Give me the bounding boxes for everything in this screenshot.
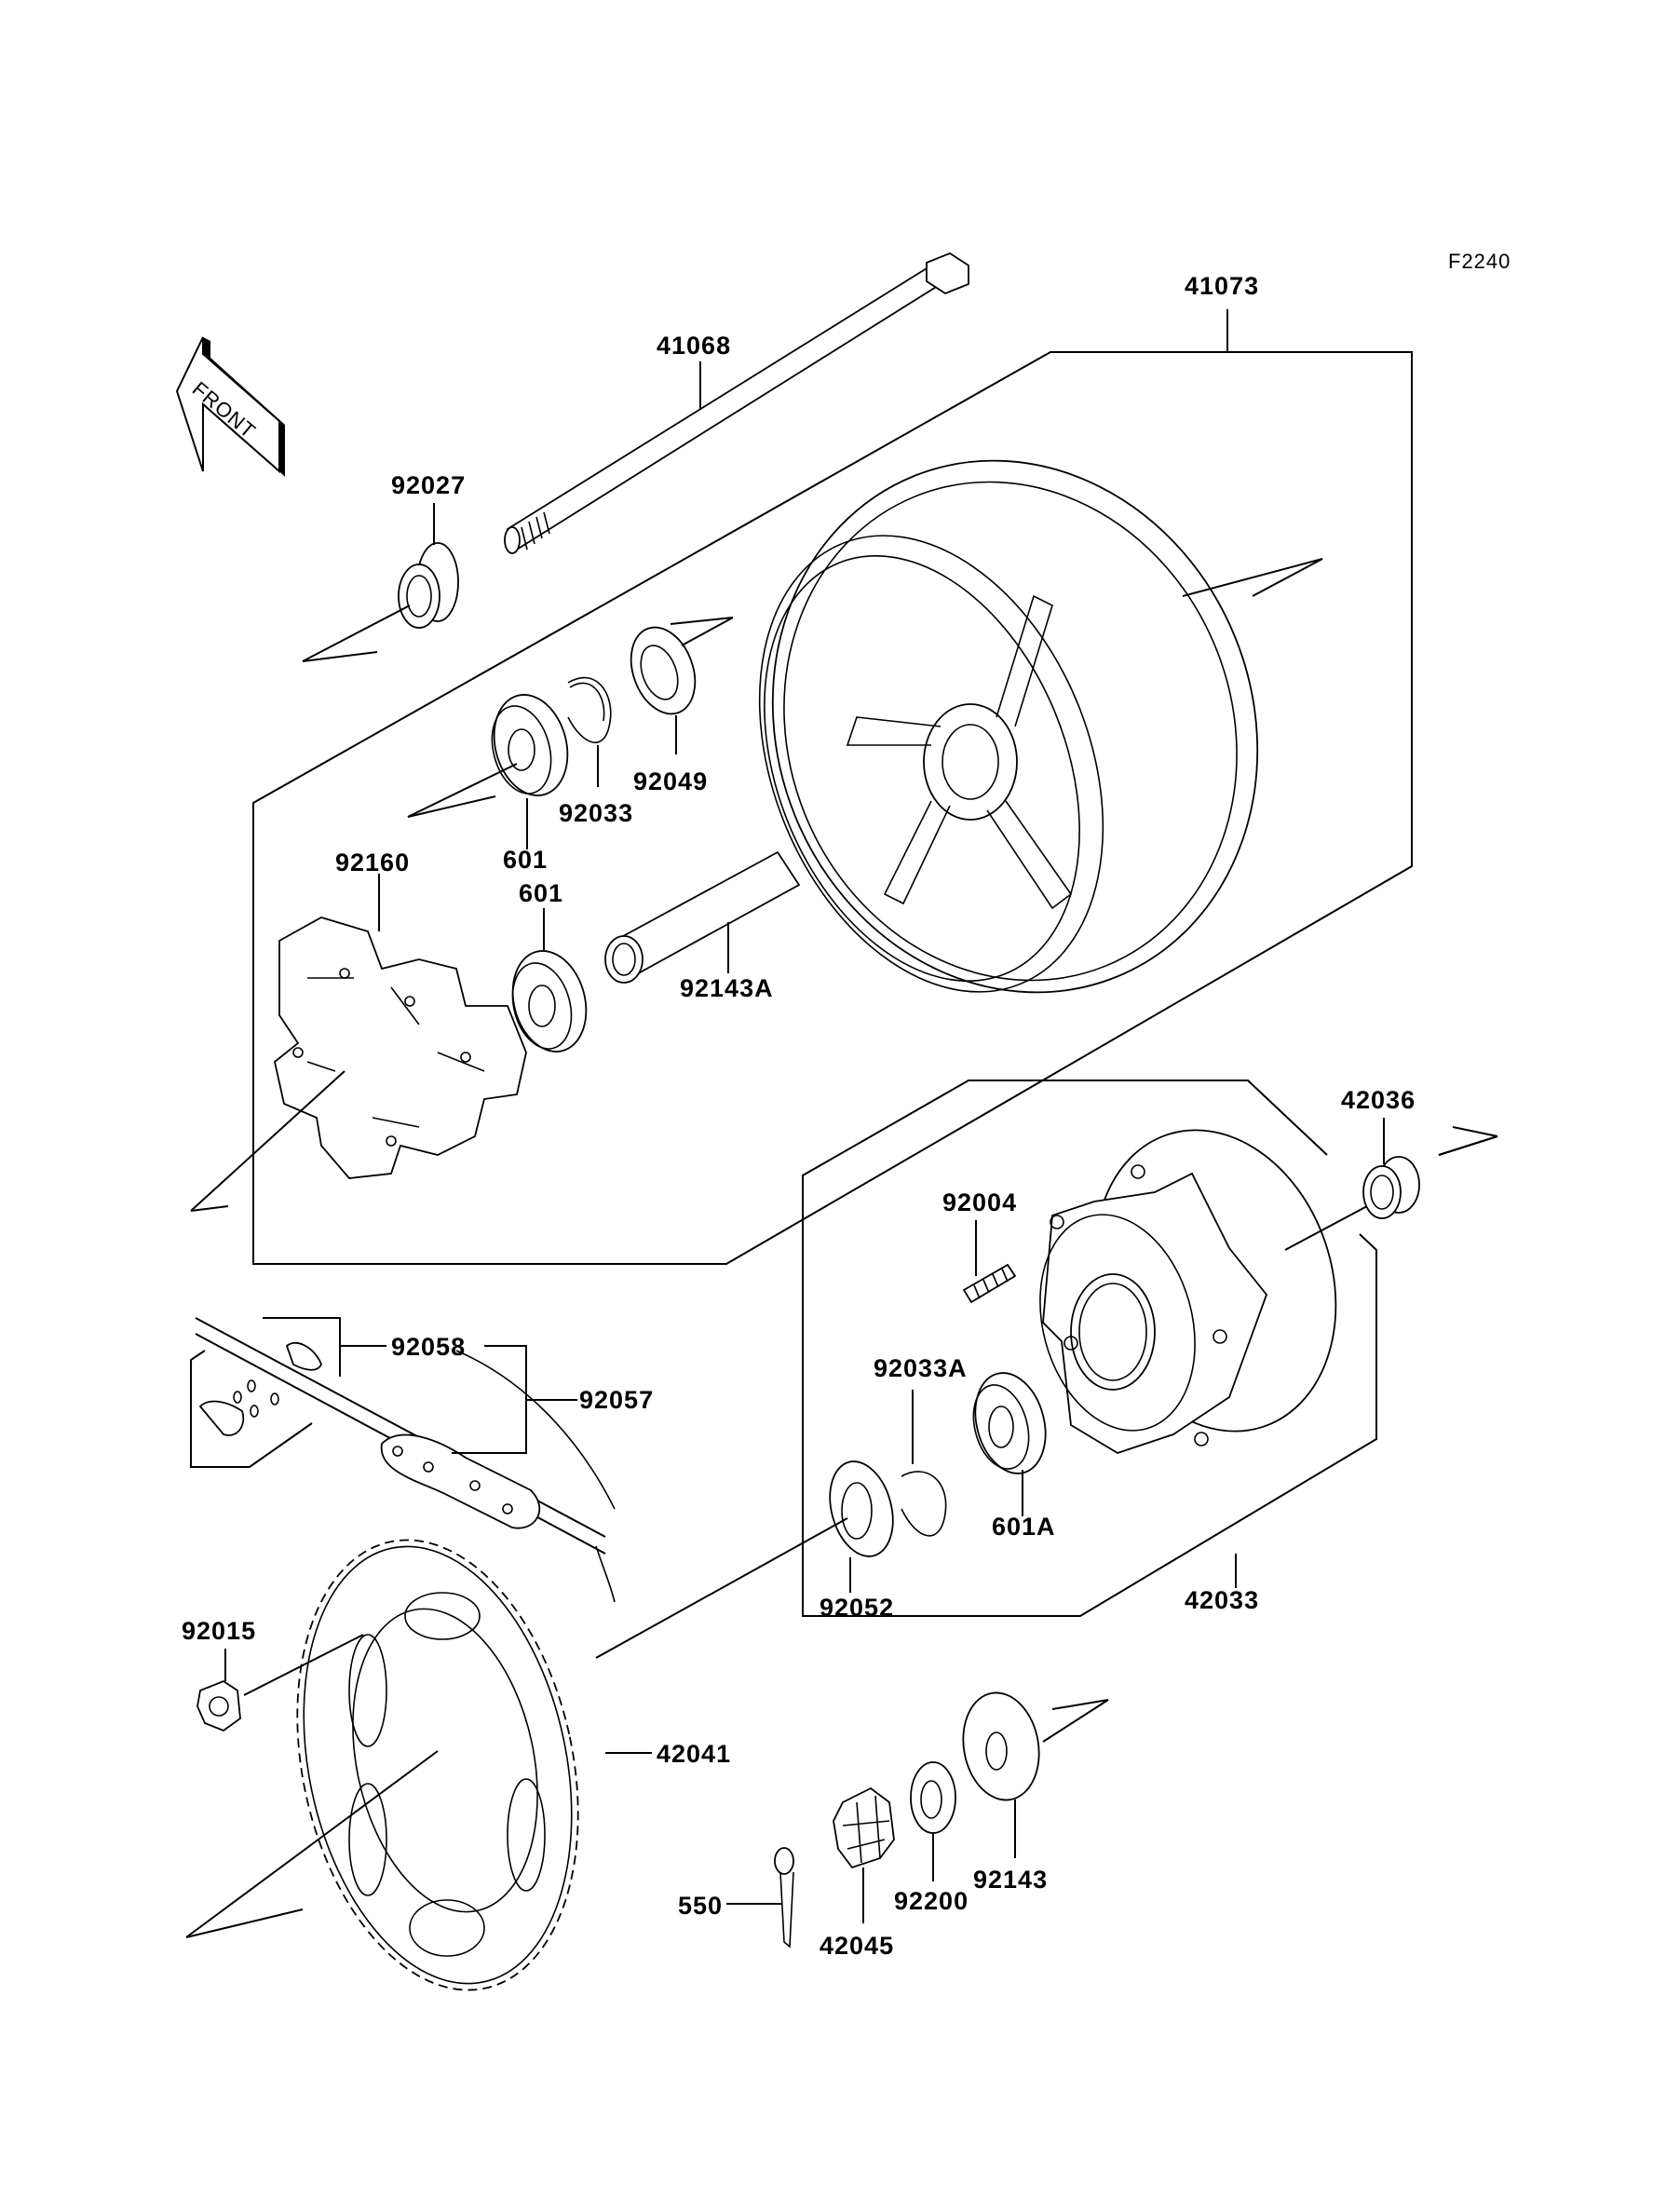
circlip-part xyxy=(567,676,612,743)
sprocket-part xyxy=(185,1539,579,1991)
label-92058: 92058 xyxy=(391,1333,466,1361)
wheel-group-outline xyxy=(252,351,1413,1265)
label-41068: 41068 xyxy=(657,332,731,360)
hub-oil-seal-part xyxy=(595,1460,894,1659)
label-92004: 92004 xyxy=(942,1188,1017,1216)
figure-id: F2240 xyxy=(1448,250,1511,273)
axle-nut-part xyxy=(833,1786,895,1869)
label-92160: 92160 xyxy=(335,849,410,876)
label-42033: 42033 xyxy=(1185,1586,1259,1614)
label-92027: 92027 xyxy=(391,471,466,499)
label-42036: 42036 xyxy=(1341,1086,1416,1114)
label-42045: 42045 xyxy=(820,1932,894,1960)
label-92200: 92200 xyxy=(894,1887,969,1915)
bearing-upper-part xyxy=(407,694,569,818)
oil-seal-part xyxy=(630,617,734,715)
leader-92057-bracket xyxy=(452,1345,527,1454)
label-42041: 42041 xyxy=(657,1740,731,1768)
label-601A: 601A xyxy=(992,1513,1056,1541)
washer-part xyxy=(910,1761,956,1834)
label-92057: 92057 xyxy=(579,1386,654,1414)
hub-circlip-part xyxy=(901,1471,947,1537)
hub-collar-part xyxy=(1362,1126,1498,1219)
bearing-lower-part xyxy=(511,950,588,1052)
hub-group-outline xyxy=(802,1080,1377,1617)
label-92143A: 92143A xyxy=(680,974,774,1002)
label-92049: 92049 xyxy=(633,767,708,795)
front-arrow-icon: FRONT xyxy=(175,336,285,477)
hub-bearing-part xyxy=(972,1372,1047,1474)
label-601-lower: 601 xyxy=(519,879,563,907)
hub-part xyxy=(1039,1129,1368,1454)
spacer-tube-part xyxy=(604,850,801,984)
axle-part xyxy=(504,251,969,554)
label-601-upper: 601 xyxy=(503,846,548,874)
cotter-pin-part xyxy=(774,1847,794,1949)
label-92015: 92015 xyxy=(182,1617,256,1645)
chain-part xyxy=(190,1317,616,1603)
label-92033: 92033 xyxy=(559,799,633,827)
label-41073: 41073 xyxy=(1185,272,1259,300)
label-92052: 92052 xyxy=(820,1594,894,1622)
wheel-part xyxy=(758,459,1323,994)
label-92143: 92143 xyxy=(973,1866,1048,1894)
collar-part xyxy=(302,542,459,662)
axle-collar-part xyxy=(962,1691,1109,1801)
label-92033A: 92033A xyxy=(874,1354,968,1382)
stud-part xyxy=(962,1263,1017,1304)
label-550: 550 xyxy=(678,1892,723,1920)
sprocket-nut-part xyxy=(196,1634,364,1732)
damper-part xyxy=(190,917,527,1212)
